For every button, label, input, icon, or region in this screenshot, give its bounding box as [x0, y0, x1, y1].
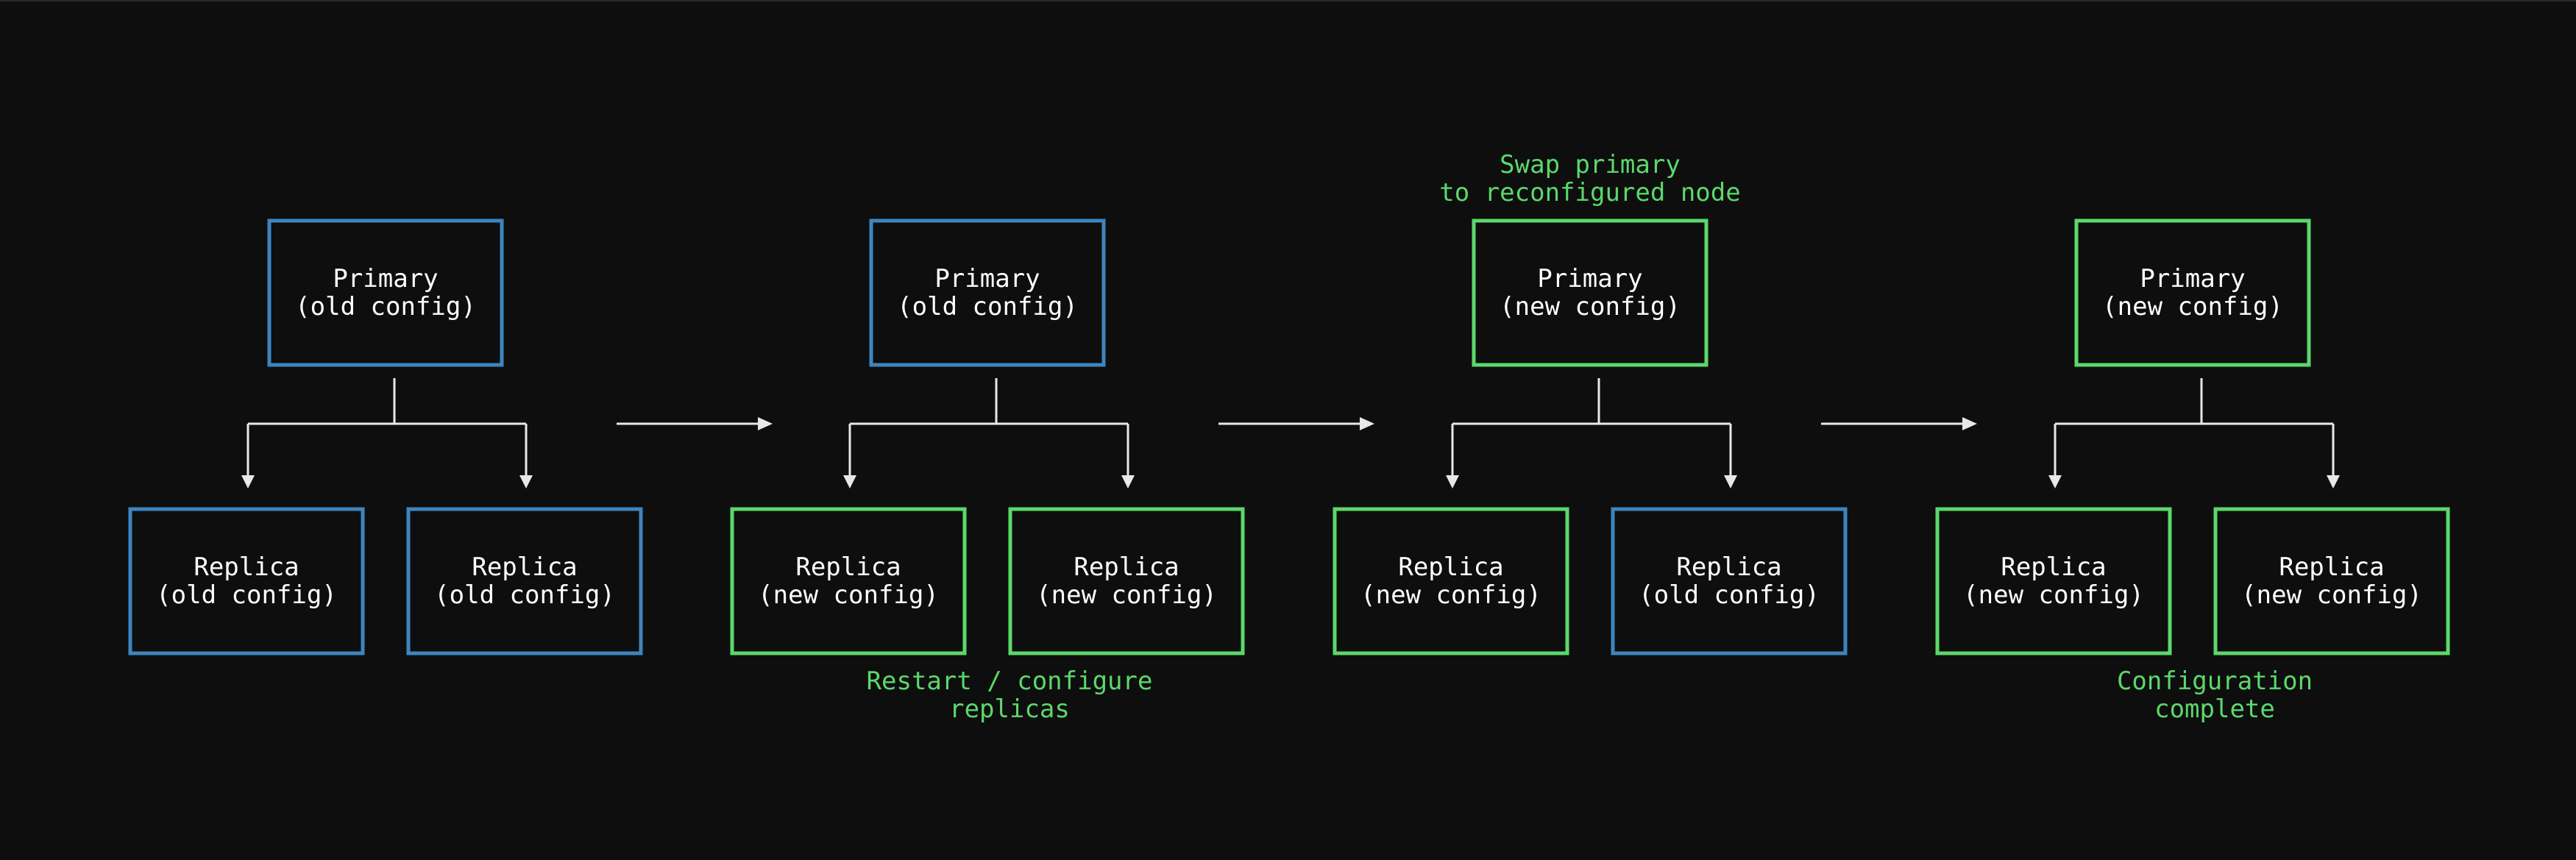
replica-node: Replica(old config)	[406, 507, 643, 655]
tree-connector	[1446, 378, 1737, 488]
replica-node: Replica(new config)	[1008, 507, 1245, 655]
replica-node: Replica(new config)	[730, 507, 967, 655]
stage-1: Primary(old config)Replica(old config)Re…	[128, 218, 643, 655]
primary-node-label: (new config)	[2102, 292, 2283, 321]
caption-line: to reconfigured node	[1439, 178, 1740, 207]
replica-node-label: Replica	[2001, 552, 2106, 582]
connector-arrow-right-head	[2327, 475, 2340, 488]
replica-node-label: Replica	[795, 552, 901, 582]
primary-node: Primary(old config)	[267, 218, 504, 367]
replica-node-label: (new config)	[1360, 580, 1541, 610]
replica-node-box	[1008, 507, 1245, 655]
replica-node-label: (new config)	[2241, 580, 2422, 610]
replica-node-label: Replica	[1074, 552, 1179, 582]
replica-node-box	[1333, 507, 1569, 655]
primary-node: Primary(new config)	[2074, 218, 2311, 367]
connector-arrow-left-head	[1446, 475, 1459, 488]
stage-4: Primary(new config)Replica(new config)Re…	[1935, 218, 2450, 724]
replica-node: Replica(new config)	[2213, 507, 2450, 655]
replica-node-label: (new config)	[1036, 580, 1217, 610]
stage-2: Primary(old config)Replica(new config)Re…	[730, 218, 1245, 724]
replica-node-label: Replica	[194, 552, 299, 582]
stage-transition-arrow	[617, 417, 773, 430]
primary-node-box	[869, 218, 1106, 367]
replica-node-label: Replica	[1398, 552, 1503, 582]
replica-node-label: (old config)	[156, 580, 337, 610]
stage-transition-arrow	[1218, 417, 1374, 430]
replica-node-label: (old config)	[434, 580, 615, 610]
primary-node-box	[1472, 218, 1709, 367]
replica-node-box	[730, 507, 967, 655]
primary-node-label: Primary	[934, 264, 1040, 294]
replica-node-box	[1611, 507, 1848, 655]
replica-node-label: Replica	[1676, 552, 1781, 582]
replica-node: Replica(old config)	[1611, 507, 1848, 655]
caption-line: Restart / configure	[867, 667, 1153, 696]
primary-node-label: (old config)	[295, 292, 476, 321]
replica-node: Replica(new config)	[1935, 507, 2172, 655]
primary-node: Primary(new config)	[1472, 218, 1709, 367]
replica-node-box	[128, 507, 365, 655]
replica-node-box	[406, 507, 643, 655]
tree-connector	[2048, 378, 2340, 488]
connector-arrow-left-head	[241, 475, 255, 488]
transition-arrowhead	[758, 417, 773, 430]
tree-connector	[241, 378, 533, 488]
primary-node-label: Primary	[2140, 264, 2245, 294]
connector-arrow-right-head	[1121, 475, 1135, 488]
replica-node-box	[1935, 507, 2172, 655]
connector-arrow-right-head	[1724, 475, 1737, 488]
connector-arrow-right-head	[519, 475, 533, 488]
caption-line: replicas	[949, 694, 1070, 724]
replica-node-label: Replica	[472, 552, 577, 582]
primary-node-box	[2074, 218, 2311, 367]
primary-node-label: Primary	[1537, 264, 1642, 294]
connector-arrow-left-head	[843, 475, 856, 488]
replica-node-box	[2213, 507, 2450, 655]
tree-connector	[843, 378, 1135, 488]
primary-node-label: Primary	[333, 264, 438, 294]
primary-node-label: (old config)	[897, 292, 1078, 321]
replica-node: Replica(old config)	[128, 507, 365, 655]
connector-arrow-left-head	[2048, 475, 2062, 488]
replica-node-label: (new config)	[1963, 580, 2144, 610]
primary-node: Primary(old config)	[869, 218, 1106, 367]
transition-arrowhead	[1360, 417, 1374, 430]
transition-arrowhead	[1962, 417, 1977, 430]
caption-line: Configuration	[2117, 667, 2313, 696]
replica-node-label: Replica	[2279, 552, 2384, 582]
primary-node-label: (new config)	[1500, 292, 1681, 321]
caption-line: complete	[2154, 694, 2275, 724]
caption-line: Swap primary	[1500, 150, 1681, 180]
stage-3: Primary(new config)Replica(new config)Re…	[1333, 150, 1848, 655]
replica-node-label: (new config)	[758, 580, 939, 610]
replica-node-label: (old config)	[1639, 580, 1820, 610]
stage-transition-arrow	[1821, 417, 1977, 430]
primary-node-box	[267, 218, 504, 367]
replica-node: Replica(new config)	[1333, 507, 1569, 655]
